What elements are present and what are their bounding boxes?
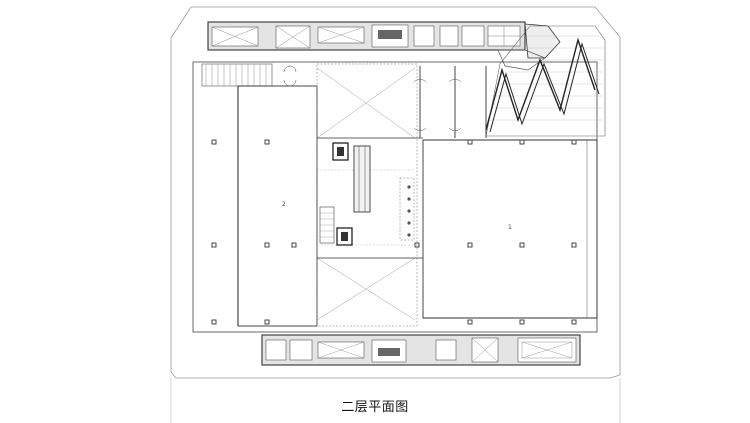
escalator-core: [319, 142, 415, 246]
room-label-east-hall: 1: [508, 224, 512, 231]
structural-columns: [211, 139, 577, 325]
central-atrium: [316, 63, 423, 327]
bottom-service-core: [261, 334, 581, 366]
east-hall: [422, 139, 598, 319]
site-boundary: [170, 6, 621, 379]
drawing-caption: 二层平面图: [341, 400, 409, 415]
north-corridor: [283, 65, 487, 138]
stair-top-left: [201, 63, 273, 87]
sawtooth-roof: [485, 25, 606, 137]
podium-outline: [192, 61, 598, 333]
west-hall: [237, 85, 318, 327]
top-service-core: [207, 21, 526, 51]
stair-wedge: [524, 23, 561, 59]
top-connector-bridge: [497, 49, 546, 71]
room-label-west-hall: 2: [282, 201, 286, 208]
